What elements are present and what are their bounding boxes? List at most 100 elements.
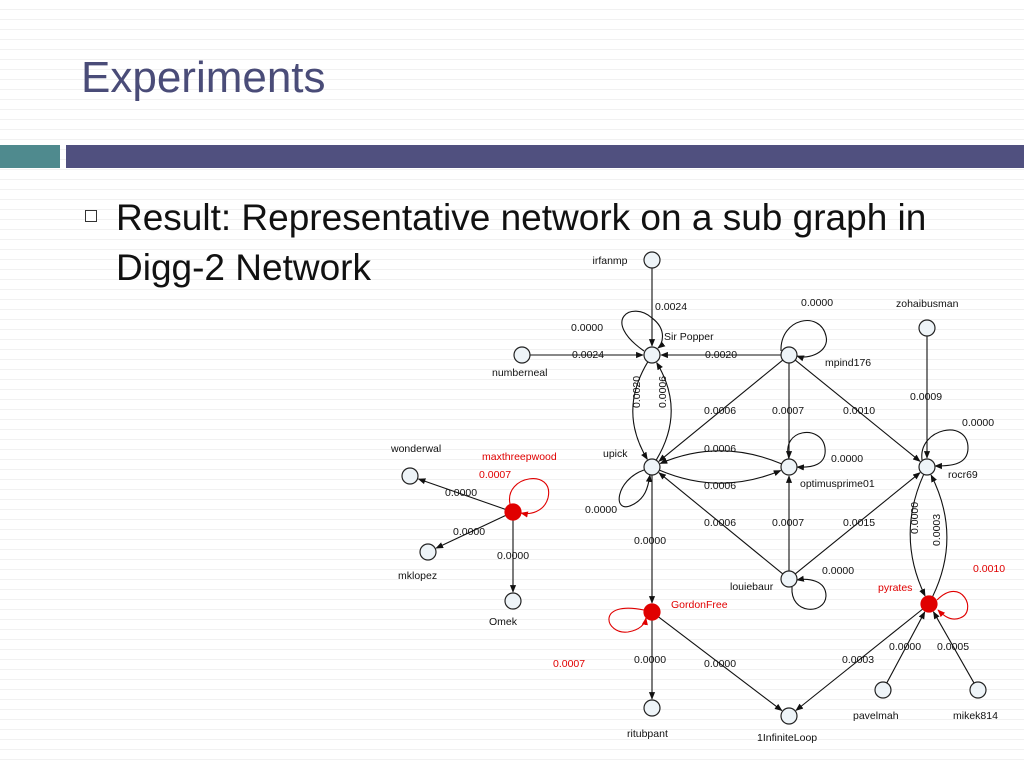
title-accent-bar-small: [0, 145, 60, 168]
node-pyrates: [920, 595, 938, 613]
node-zohaibusman: [918, 319, 936, 337]
node-label: wonderwal: [390, 443, 441, 455]
self-loop-rocr69: [921, 429, 969, 470]
edge-weight-label: 0.0010: [843, 405, 875, 417]
self-loop-weight-label: 0.0000: [822, 565, 854, 577]
edge-weight-label: 0.0024: [572, 349, 604, 361]
node-optimusprime01: [780, 458, 798, 476]
edge-weight-label: 0.0000: [889, 641, 921, 653]
self-loop-louiebaur: [791, 575, 827, 610]
edge-louiebaur-to-rocr69: [794, 472, 921, 575]
node-label: mikek814: [953, 710, 998, 722]
edge-sirpopper-to-upick: [632, 361, 649, 460]
self-loop-weight-label: 0.0007: [479, 469, 511, 481]
hollow-square-bullet-icon: [85, 210, 97, 222]
node-rocr69: [918, 458, 936, 476]
self-loop-weight-label: 0.0000: [585, 504, 617, 516]
edge-weight-label: 0.0006: [704, 405, 736, 417]
edge-weight-label: 0.0024: [655, 301, 687, 313]
edge-rocr69-to-pyrates: [909, 474, 926, 597]
node-label: mklopez: [398, 570, 437, 582]
node-gordonfree: [643, 603, 661, 621]
edge-weight-label: 0.0006: [704, 443, 736, 455]
edge-maxthreepwood-to-mklopez: [435, 514, 506, 549]
bullet-text: Result: Representative network on a sub …: [116, 197, 927, 288]
node-label: 1InfiniteLoop: [757, 732, 817, 744]
self-loop-maxthreepwood: [509, 478, 550, 518]
self-loop-upick: [618, 469, 652, 508]
node-numberneal: [513, 346, 531, 364]
node-maxthreepwood: [504, 503, 522, 521]
node-label: pyrates: [878, 582, 912, 594]
edge-weight-label: 0.0020: [631, 376, 643, 408]
self-loop-weight-label: 0.0000: [962, 417, 994, 429]
node-label: ritubpant: [627, 728, 668, 740]
node-mikek814: [969, 681, 987, 699]
edge-weight-label: 0.0006: [704, 517, 736, 529]
edge-weight-label: 0.0015: [843, 517, 875, 529]
self-loop-mpind176: [780, 320, 827, 362]
self-loop-weight-label: 0.0010: [973, 563, 1005, 575]
edge-weight-label: 0.0000: [634, 535, 666, 547]
node-label: Sir Popper: [664, 331, 714, 343]
self-loop-weight-label: 0.0000: [831, 453, 863, 465]
edge-pyrates-to-rocr69: [930, 474, 948, 598]
node-mpind176: [780, 346, 798, 364]
self-loop-sirpopper: [621, 310, 666, 352]
self-loop-gordonfree: [608, 607, 648, 633]
edge-pyrates-to-1infiniteloop: [795, 608, 924, 711]
title-accent-bar: [66, 145, 1024, 168]
edge-mpind176-to-upick: [658, 359, 784, 462]
edge-weight-label: 0.0000: [634, 654, 666, 666]
edge-upick-to-optimusprime01: [659, 469, 782, 484]
node-label: rocr69: [948, 469, 978, 481]
node-irfanmp: [643, 251, 661, 269]
node-wonderwal: [401, 467, 419, 485]
edge-weight-label: 0.0000: [497, 550, 529, 562]
slide-title: Experiments: [81, 53, 326, 102]
self-loop-weight-label: 0.0007: [553, 658, 585, 670]
node-sirpopper: [643, 346, 661, 364]
self-loop-weight-label: 0.0000: [801, 297, 833, 309]
edge-weight-label: 0.0009: [910, 391, 942, 403]
edge-weight-label: 0.0000: [453, 526, 485, 538]
edge-pavelmah-to-pyrates: [886, 611, 926, 684]
edge-weight-label: 0.0006: [657, 376, 669, 408]
node-label: upick: [603, 448, 628, 460]
edge-weight-label: 0.0000: [445, 487, 477, 499]
node-label: optimusprime01: [800, 478, 875, 490]
node-label: pavelmah: [853, 710, 899, 722]
self-loop-optimusprime01: [787, 432, 826, 471]
node-label: mpind176: [825, 357, 871, 369]
self-loop-pyrates: [936, 591, 969, 620]
edge-louiebaur-to-upick: [658, 472, 784, 575]
edge-weight-label: 0.0006: [704, 480, 736, 492]
edge-weight-label: 0.0005: [937, 641, 969, 653]
edge-gordonfree-to-1infiniteloop: [658, 616, 783, 712]
node-upick: [643, 458, 661, 476]
node-ritubpant: [643, 699, 661, 717]
edge-upick-to-sirpopper: [655, 362, 672, 461]
edge-weight-label: 0.0020: [705, 349, 737, 361]
edge-weight-label: 0.0003: [931, 514, 943, 546]
edge-weight-label: 0.0007: [772, 517, 804, 529]
edge-weight-label: 0.0000: [704, 658, 736, 670]
node-label: louiebaur: [730, 581, 774, 593]
edge-weight-label: 0.0007: [772, 405, 804, 417]
self-loop-weight-label: 0.0000: [571, 322, 603, 334]
node-mklopez: [419, 543, 437, 561]
edge-mikek814-to-pyrates: [932, 611, 975, 684]
node-omek: [504, 592, 522, 610]
node-label: zohaibusman: [896, 298, 959, 310]
node-louiebaur: [780, 570, 798, 588]
edge-mpind176-to-rocr69: [794, 359, 921, 462]
node-label: irfanmp: [592, 255, 627, 267]
node-label: numberneal: [492, 367, 547, 379]
edge-weight-label: 0.0003: [842, 654, 874, 666]
node-label: Omek: [489, 616, 518, 628]
node-label: GordonFree: [671, 599, 728, 611]
edge-maxthreepwood-to-wonderwal: [417, 478, 506, 510]
node-label: maxthreepwood: [482, 451, 557, 463]
node-1infiniteloop: [780, 707, 798, 725]
